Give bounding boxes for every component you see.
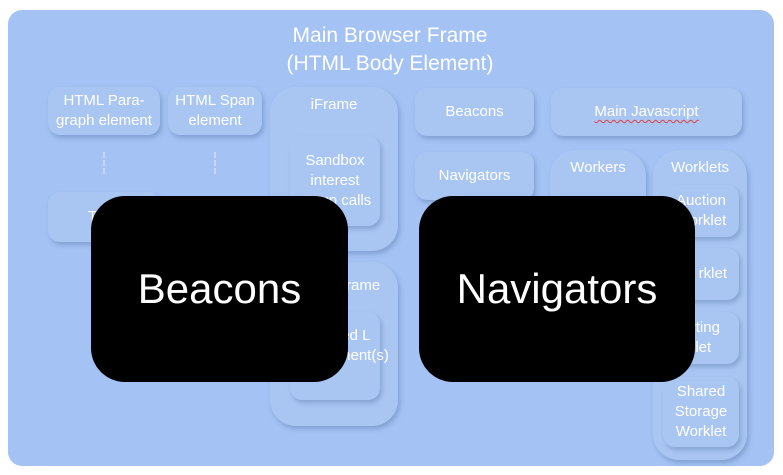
beacons-label: Beacons xyxy=(445,103,504,120)
shared-storage-worklet-label: Shared Storage Worklet xyxy=(674,383,728,440)
html-paragraph-box: HTML Para-graph element xyxy=(48,87,160,135)
navigators-overlay: Navigators xyxy=(419,196,695,382)
beacons-box: Beacons xyxy=(415,88,534,136)
main-javascript-box: Main Javascript xyxy=(551,88,742,136)
diagram-title: Main Browser Frame (HTML Body Element) xyxy=(190,22,590,78)
navigators-box: Navigators xyxy=(415,152,534,200)
workers-label: Workers xyxy=(570,159,626,176)
navigators-label: Navigators xyxy=(438,167,511,184)
shared-storage-worklet-box: Shared Storage Worklet xyxy=(663,377,739,447)
navigators-overlay-label: Navigators xyxy=(456,265,658,312)
title-line-2: (HTML Body Element) xyxy=(286,52,494,75)
beacons-overlay-label: Beacons xyxy=(137,265,302,312)
worklets-label: Worklets xyxy=(670,159,730,176)
connector-line xyxy=(214,152,216,174)
beacons-overlay: Beacons xyxy=(91,196,348,382)
html-paragraph-label: HTML Para-graph element xyxy=(56,92,152,129)
iframe-label: iFrame xyxy=(310,96,358,113)
html-span-label: HTML Span element xyxy=(175,92,255,129)
html-span-box: HTML Span element xyxy=(168,87,262,135)
main-javascript-label: Main Javascript xyxy=(594,103,699,120)
fenced-frame-label: rame xyxy=(346,277,381,294)
title-line-1: Main Browser Frame xyxy=(292,24,488,47)
connector-line xyxy=(103,152,105,174)
